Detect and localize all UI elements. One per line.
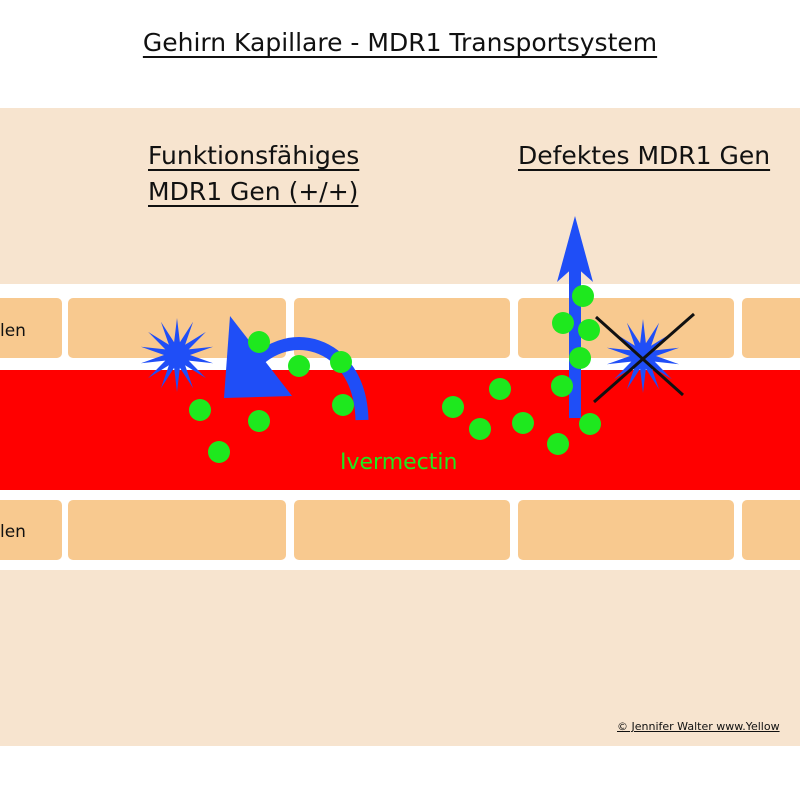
endothelial-cell (0, 500, 62, 560)
up-arrow-shaft (569, 262, 581, 418)
cross-line (594, 315, 685, 397)
star-transporter-icon (140, 318, 214, 392)
ivermectin-molecule (569, 347, 591, 369)
endothelial-cell (518, 500, 734, 560)
up-arrow-head (557, 216, 593, 282)
ivermectin-molecule (551, 375, 573, 397)
ivermectin-molecule (208, 441, 230, 463)
cell-label-bottom: len (0, 522, 26, 542)
ivermectin-molecule (469, 418, 491, 440)
cross-line (593, 312, 695, 404)
cell-label-top: len (0, 321, 26, 341)
curved-arrow-shaft (242, 337, 369, 421)
endothelial-cell (294, 298, 510, 358)
curved-arrow-icon (224, 316, 369, 421)
ivermectin-molecule (248, 331, 270, 353)
ivermectin-molecule (189, 399, 211, 421)
endothelial-cell (294, 500, 510, 560)
endothelial-cell (742, 500, 800, 560)
copyright-notice: © Jennifer Walter www.Yellow (617, 720, 780, 733)
endothelial-cell (742, 298, 800, 358)
endothelial-cells-bottom (0, 500, 800, 560)
ivermectin-molecule (330, 351, 352, 373)
heading-defective-text: Defektes MDR1 Gen (518, 141, 771, 170)
heading-functional-line1: Funktionsfähiges (148, 141, 360, 170)
endothelial-cell (68, 500, 286, 560)
ivermectin-molecule (248, 410, 270, 432)
ivermectin-molecule (442, 396, 464, 418)
heading-defective-gene: Defektes MDR1 Gen (518, 138, 770, 174)
diagram-title: Gehirn Kapillare - MDR1 Transportsystem (142, 28, 658, 57)
ivermectin-molecule (489, 378, 511, 400)
ivermectin-molecule (578, 319, 600, 341)
endothelial-cell (518, 298, 734, 358)
curved-arrow-head (224, 316, 292, 398)
ivermectin-molecule (572, 285, 594, 307)
ivermectin-molecule (288, 355, 310, 377)
ivermectin-molecule (512, 412, 534, 434)
heading-functional-gene: Funktionsfähiges MDR1 Gen (+/+) (148, 138, 359, 210)
ivermectin-molecule (579, 413, 601, 435)
ivermectin-label: Ivermectin (340, 450, 457, 475)
blood-vessel (0, 370, 800, 490)
cross-icon (593, 312, 695, 404)
ivermectin-molecules (189, 285, 601, 463)
ivermectin-molecule (332, 394, 354, 416)
heading-functional-line2: MDR1 Gen (+/+) (148, 177, 359, 206)
ivermectin-molecule (547, 433, 569, 455)
endothelial-cell (0, 298, 62, 358)
ivermectin-molecule (552, 312, 574, 334)
star-transporter-icon (606, 319, 680, 393)
